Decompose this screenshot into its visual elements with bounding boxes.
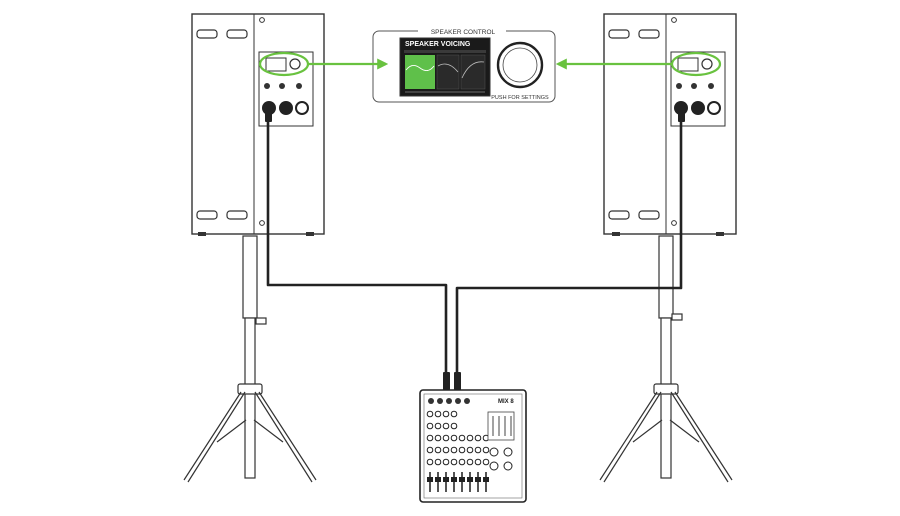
- mixer-knob: [482, 458, 490, 466]
- right-speaker-handles: [608, 29, 660, 220]
- audio-mixer: MIX 8: [419, 389, 527, 503]
- mixer-fader-cap: [427, 477, 433, 482]
- mixer-knob: [458, 458, 466, 466]
- mixer-knob: [466, 458, 474, 466]
- screen-heading: SPEAKER VOICING: [405, 41, 471, 48]
- mixer-knob: [434, 410, 442, 418]
- rotary-knob-icon: [496, 41, 544, 89]
- mixer-knob: [426, 422, 434, 430]
- mixer-knob: [466, 434, 474, 442]
- right-speaker-stand: [599, 235, 733, 483]
- mixer-knob: [426, 446, 434, 454]
- mixer-fader-cap: [467, 477, 473, 482]
- mixer-knob: [442, 446, 450, 454]
- mixer-knob: [442, 410, 450, 418]
- mixer-knob: [450, 434, 458, 442]
- mixer-knob: [482, 446, 490, 454]
- mixer-knob: [442, 422, 450, 430]
- speaker-control-title: SPEAKER CONTROL: [431, 29, 496, 36]
- mixer-fader-cap: [475, 477, 481, 482]
- mixer-input-jacks: [428, 398, 470, 404]
- mixer-fader-cap: [451, 477, 457, 482]
- cable-plugs: [265, 112, 685, 390]
- mixer-knob: [426, 458, 434, 466]
- mixer-knob: [458, 446, 466, 454]
- mixer-fader-cap: [435, 477, 441, 482]
- left-speaker-handles: [196, 29, 248, 220]
- left-speaker-cable: [266, 120, 448, 376]
- mixer-knob: [442, 434, 450, 442]
- left-speaker-control-highlight: [258, 51, 310, 77]
- right-speaker-rear-panel: [670, 51, 726, 127]
- mixer-knob: [450, 446, 458, 454]
- mixer-knob: [426, 410, 434, 418]
- mixer-knob: [450, 422, 458, 430]
- mixer-fader-cap: [443, 477, 449, 482]
- mixer-master-section: [487, 411, 515, 471]
- mixer-knob: [450, 458, 458, 466]
- mixer-knob: [474, 446, 482, 454]
- mixer-knob: [434, 434, 442, 442]
- mixer-knob: [474, 434, 482, 442]
- mixer-fader-cap: [483, 477, 489, 482]
- mixer-knob: [434, 458, 442, 466]
- mixer-knob: [434, 446, 442, 454]
- mixer-brand: MIX 8: [498, 399, 514, 405]
- mixer-knob: [474, 458, 482, 466]
- mixer-channel-knobs: [426, 410, 490, 466]
- mixer-knob: [450, 410, 458, 418]
- speaker-control-panel: SPEAKER CONTROL SPEAKER VOICING PUSH FOR…: [372, 27, 556, 103]
- right-speaker: [603, 13, 737, 236]
- left-speaker-stand: [183, 235, 317, 483]
- speaker-cables: [266, 120, 683, 376]
- right-speaker-cable: [455, 120, 683, 376]
- mixer-knob: [442, 458, 450, 466]
- mixer-knob: [434, 422, 442, 430]
- mixer-fader-cap: [459, 477, 465, 482]
- mixer-knob: [458, 434, 466, 442]
- speaker-voicing-screen: SPEAKER VOICING: [399, 37, 491, 97]
- knob-caption: PUSH FOR SETTINGS: [491, 95, 549, 101]
- mixer-knob: [466, 446, 474, 454]
- mixer-knob: [426, 434, 434, 442]
- left-speaker: [191, 13, 325, 236]
- mixer-faders: [427, 472, 489, 492]
